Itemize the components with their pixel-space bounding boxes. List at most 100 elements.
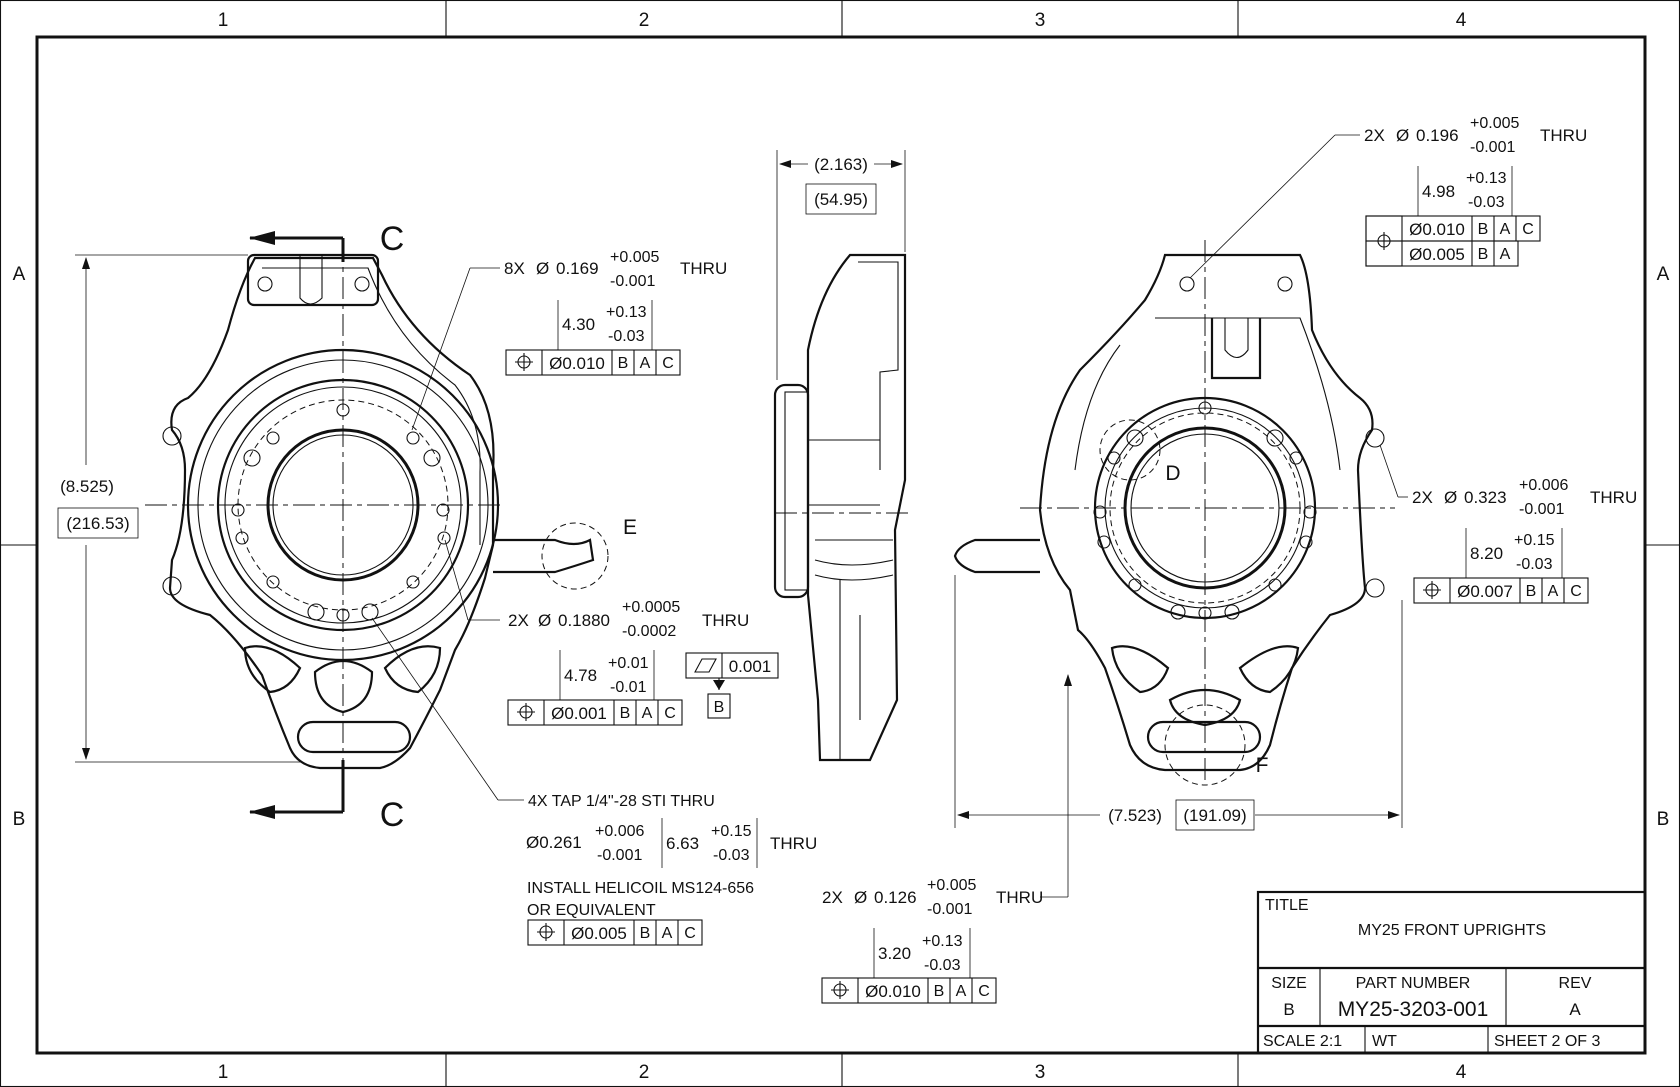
scale: SCALE 2:1 xyxy=(1263,1033,1342,1050)
holes2x-dia: 0.1880 xyxy=(558,611,610,630)
tap-tol-plus: +0.006 xyxy=(595,823,644,840)
rev-label: REV xyxy=(1559,975,1592,992)
zone-labels: 1 2 3 4 1 2 3 4 A B A B xyxy=(13,10,1670,1083)
holes323-depth-minus: -0.03 xyxy=(1516,556,1553,573)
holes126-fcf-datum-1: B xyxy=(934,983,945,1000)
holes126-fcf: Ø0.010 B A C xyxy=(821,977,997,1004)
side-width-mm: (54.95) xyxy=(814,190,868,209)
section-label-top: C xyxy=(380,220,405,258)
zone-row-b-right: B xyxy=(1657,809,1670,830)
holes196-tol-plus: +0.005 xyxy=(1470,115,1519,132)
holes2x-tol-plus: +0.0005 xyxy=(622,599,680,616)
zone-row-a-right: A xyxy=(1657,264,1670,285)
zone-col-4-bottom: 4 xyxy=(1456,1062,1467,1083)
right-width-in: (7.523) xyxy=(1108,806,1162,825)
holes126-fcf-datum-3: C xyxy=(978,983,990,1000)
holes8x-fcf-datum-2: A xyxy=(640,355,651,372)
holes2x-thru: THRU xyxy=(702,611,749,630)
zone-row-b-left: B xyxy=(13,809,26,830)
detail-label-e: E xyxy=(623,516,637,539)
holes126-tol-plus: +0.005 xyxy=(927,877,976,894)
tap-fcf: Ø0.005 B A C xyxy=(527,919,703,946)
holes196-fcf2-datum-1: B xyxy=(1478,246,1489,263)
holes126-dia: 0.126 xyxy=(874,888,917,907)
holes2x-fcf-datum-3: C xyxy=(664,705,676,722)
drawing-title: MY25 FRONT UPRIGHTS xyxy=(1358,922,1546,939)
tap-note-1: INSTALL HELICOIL MS124-656 xyxy=(527,880,754,897)
holes8x-depth: 4.30 xyxy=(562,315,595,334)
left-height-dimension: (8.525) (216.53) xyxy=(57,254,300,763)
zone-col-4-top: 4 xyxy=(1456,10,1467,31)
holes323-thru: THRU xyxy=(1590,488,1637,507)
holes196-thru: THRU xyxy=(1540,126,1587,145)
holes323-fcf: Ø0.007 B A C xyxy=(1413,577,1589,604)
holes323-dia: 0.323 xyxy=(1464,488,1507,507)
holes126-thru: THRU xyxy=(996,888,1043,907)
detail-label-f: F xyxy=(1256,754,1269,777)
sheet-number: SHEET 2 OF 3 xyxy=(1494,1033,1601,1050)
holes8x-fcf-datum-1: B xyxy=(618,355,629,372)
holes196-depth-minus: -0.03 xyxy=(1468,194,1505,211)
holes196-qty: 2X xyxy=(1364,126,1385,145)
callout-2x-126-holes: 2X Ø 0.126 +0.005 -0.001 THRU 3.20 +0.13… xyxy=(821,674,1072,1004)
holes8x-dia-symbol: Ø xyxy=(536,259,549,278)
right-rear-view: D F xyxy=(953,240,1395,786)
callout-2x-dowel-holes: 2X Ø 0.1880 +0.0005 -0.0002 THRU 4.78 +0… xyxy=(444,539,749,726)
zone-col-2-top: 2 xyxy=(639,10,650,31)
tap-callout: 4X TAP 1/4"-28 STI THRU xyxy=(528,793,715,810)
weight-label: WT xyxy=(1372,1033,1397,1050)
holes2x-tol-minus: -0.0002 xyxy=(622,623,676,640)
holes323-fcf-datum-1: B xyxy=(1526,583,1537,600)
holes2x-depth-minus: -0.01 xyxy=(610,679,647,696)
flatness-icon xyxy=(694,658,717,673)
holes8x-depth-minus: -0.03 xyxy=(608,328,645,345)
holes323-fcf-tol: Ø0.007 xyxy=(1457,582,1513,601)
holes8x-fcf: Ø0.010 B A C xyxy=(505,349,681,376)
tap-thru: THRU xyxy=(770,834,817,853)
left-front-view: C C E xyxy=(145,220,637,834)
zone-row-a-left: A xyxy=(13,264,26,285)
tap-fcf-datum-1: B xyxy=(640,925,651,942)
callout-8x-holes: 8X Ø 0.169 +0.005 -0.001 THRU 4.30 +0.13… xyxy=(411,249,727,431)
left-height-in: (8.525) xyxy=(60,477,114,496)
section-label-bottom: C xyxy=(380,796,405,834)
holes196-dia-symbol: Ø xyxy=(1396,126,1409,145)
holes196-fcf1-datum-2: A xyxy=(1500,221,1511,238)
holes2x-fcf-datum-1: B xyxy=(620,705,631,722)
size-value: B xyxy=(1283,1000,1294,1019)
size-label: SIZE xyxy=(1271,975,1307,992)
holes126-dia-symbol: Ø xyxy=(854,888,867,907)
holes126-fcf-datum-2: A xyxy=(956,983,967,1000)
tap-dia: Ø0.261 xyxy=(526,833,582,852)
holes8x-depth-plus: +0.13 xyxy=(606,304,647,321)
tap-fcf-datum-2: A xyxy=(662,925,673,942)
holes2x-depth-plus: +0.01 xyxy=(608,655,649,672)
part-number: MY25-3203-001 xyxy=(1338,998,1489,1021)
flatness-control-frame: 0.001 B xyxy=(685,652,779,719)
holes126-depth: 3.20 xyxy=(878,944,911,963)
holes8x-thru: THRU xyxy=(680,259,727,278)
tap-depth-minus: -0.03 xyxy=(713,847,750,864)
zone-col-3-top: 3 xyxy=(1035,10,1046,31)
holes323-qty: 2X xyxy=(1412,488,1433,507)
holes2x-fcf: Ø0.001 B A C xyxy=(507,699,683,726)
datum-triangle-icon xyxy=(713,680,725,690)
detail-label-d: D xyxy=(1165,462,1180,485)
holes196-dia: 0.196 xyxy=(1416,126,1459,145)
flatness-tolerance: 0.001 xyxy=(729,657,772,676)
datum-b-label: B xyxy=(714,699,725,716)
holes8x-tol-plus: +0.005 xyxy=(610,249,659,266)
holes196-fcf: Ø0.010 B A C Ø0.005 B A xyxy=(1365,215,1541,267)
holes196-fcf2-tol: Ø0.005 xyxy=(1409,245,1465,264)
holes196-fcf1-datum-1: B xyxy=(1478,221,1489,238)
title-label: TITLE xyxy=(1265,897,1309,914)
holes323-depth: 8.20 xyxy=(1470,544,1503,563)
holes323-depth-plus: +0.15 xyxy=(1514,532,1555,549)
holes2x-fcf-datum-2: A xyxy=(642,705,653,722)
holes126-qty: 2X xyxy=(822,888,843,907)
tap-tol-minus: -0.001 xyxy=(597,847,642,864)
callout-2x-196-holes: 2X Ø 0.196 +0.005 -0.001 THRU 4.98 +0.13… xyxy=(1189,115,1587,279)
holes196-depth-plus: +0.13 xyxy=(1466,170,1507,187)
holes323-dia-symbol: Ø xyxy=(1444,488,1457,507)
